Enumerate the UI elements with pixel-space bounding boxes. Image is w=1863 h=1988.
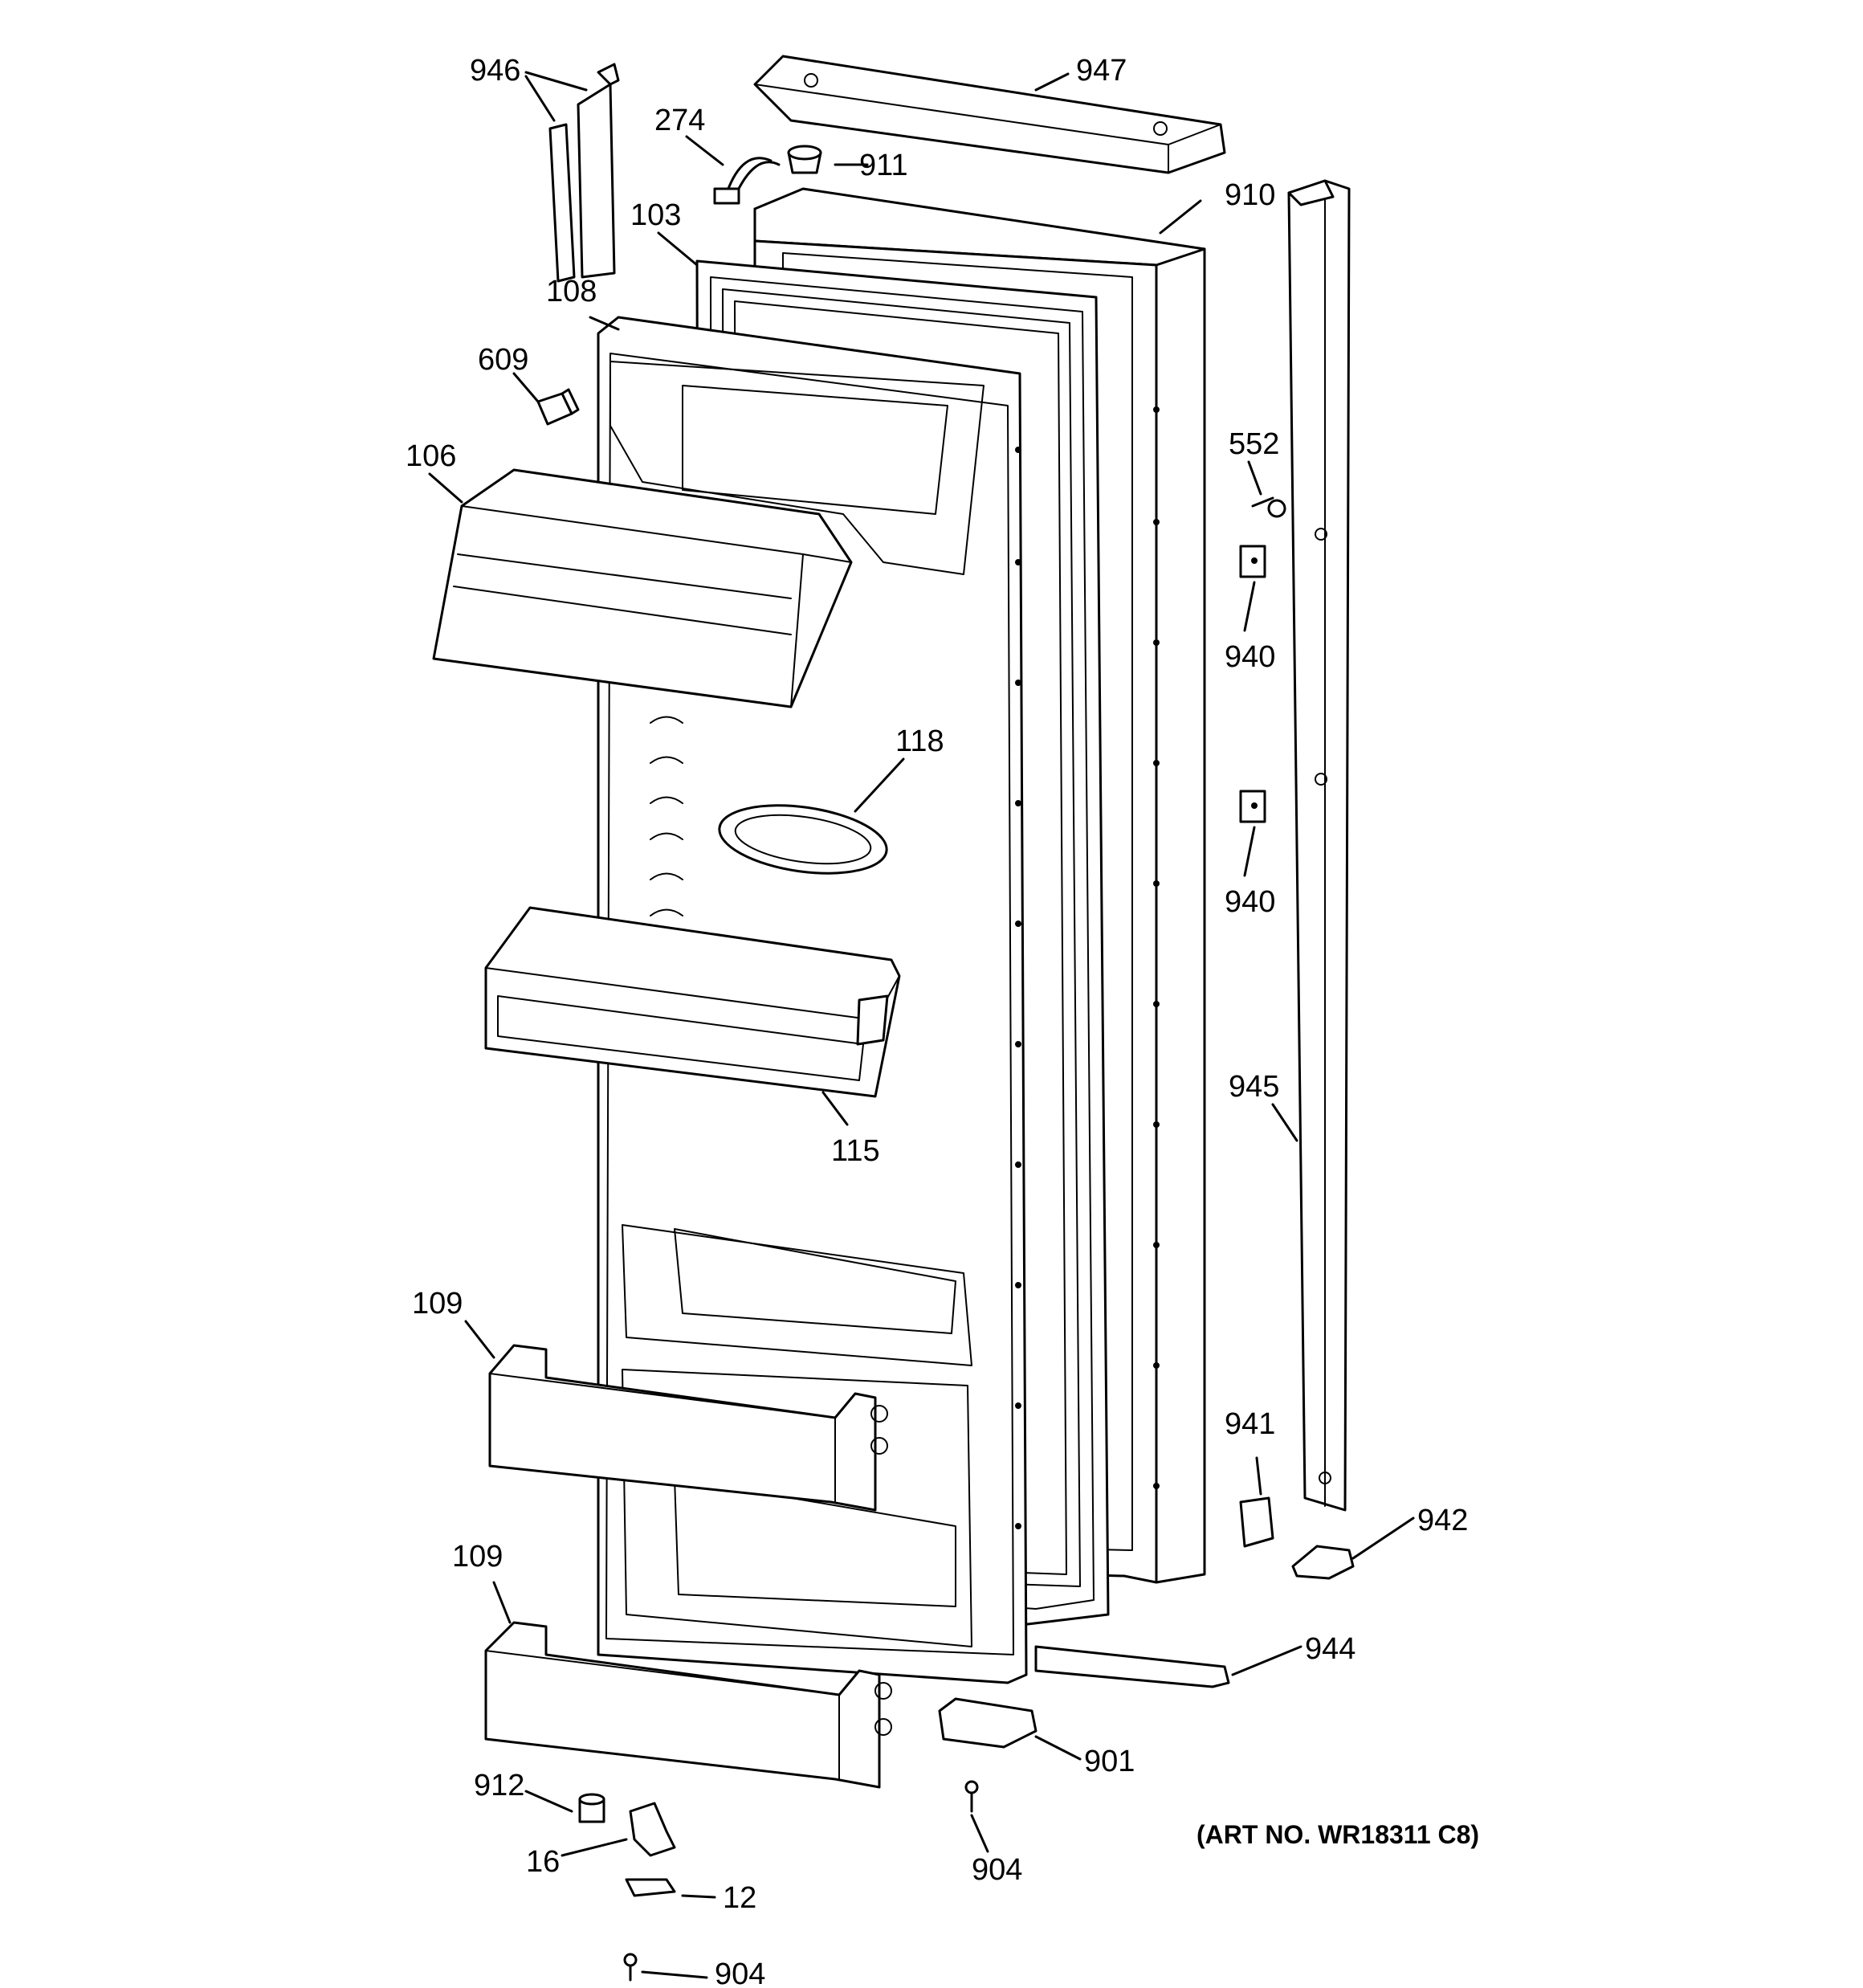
callout-labels: 946 947 274 911 910 103 108 609 106 552 … — [406, 54, 1479, 1988]
hinge-bracket — [1239, 1496, 1274, 1548]
door-top-cap — [753, 55, 1226, 174]
label-274: 274 — [654, 104, 705, 137]
label-941: 941 — [1225, 1407, 1275, 1441]
screw-904-b — [623, 1953, 638, 1982]
label-901: 901 — [1084, 1745, 1135, 1778]
label-609: 609 — [478, 343, 528, 377]
label-940-lower: 940 — [1225, 885, 1275, 919]
label-940-upper: 940 — [1225, 640, 1275, 674]
label-552: 552 — [1229, 427, 1279, 461]
label-911: 911 — [859, 149, 908, 182]
label-12: 12 — [723, 1881, 756, 1915]
label-108: 108 — [546, 275, 597, 308]
side-rail — [1287, 179, 1351, 1512]
bottom-hinge — [629, 1802, 676, 1857]
label-109-upper: 109 — [412, 1287, 463, 1321]
label-910: 910 — [1225, 178, 1275, 212]
label-106: 106 — [406, 439, 456, 473]
label-945: 945 — [1229, 1070, 1279, 1104]
handle-trim-strips — [548, 63, 620, 283]
hinge-cap — [578, 1793, 605, 1823]
label-16: 16 — [526, 1845, 560, 1879]
wire-harness — [713, 157, 781, 205]
plug-button — [787, 145, 822, 174]
door-bin-middle — [488, 1344, 888, 1512]
bracket-upper — [1239, 545, 1266, 578]
egg-tray — [718, 804, 888, 875]
screw-904-a — [964, 1780, 979, 1813]
label-103: 103 — [630, 198, 681, 232]
door-switch — [536, 388, 580, 426]
label-912: 912 — [474, 1769, 524, 1802]
hinge-cover — [938, 1697, 1037, 1749]
label-904-b: 904 — [715, 1957, 765, 1988]
hinge-plate — [625, 1878, 676, 1897]
bottom-trim — [1034, 1645, 1230, 1688]
label-109-lower: 109 — [452, 1540, 503, 1574]
leader-lines — [428, 71, 1415, 1979]
label-115: 115 — [831, 1134, 880, 1168]
dairy-compartment-door — [432, 468, 853, 708]
screw — [1251, 496, 1286, 518]
label-944: 944 — [1305, 1632, 1355, 1666]
door-shelf-bin-upper — [484, 906, 901, 1098]
label-947: 947 — [1076, 54, 1127, 88]
art-number: (ART NO. WR18311 C8) — [1196, 1820, 1479, 1849]
door-bin-lower — [484, 1621, 892, 1789]
label-942: 942 — [1417, 1504, 1468, 1537]
label-946: 946 — [470, 54, 520, 88]
label-118: 118 — [895, 725, 944, 758]
hinge-clip — [1291, 1545, 1355, 1580]
bracket-lower — [1239, 790, 1266, 823]
label-904-a: 904 — [972, 1853, 1022, 1887]
